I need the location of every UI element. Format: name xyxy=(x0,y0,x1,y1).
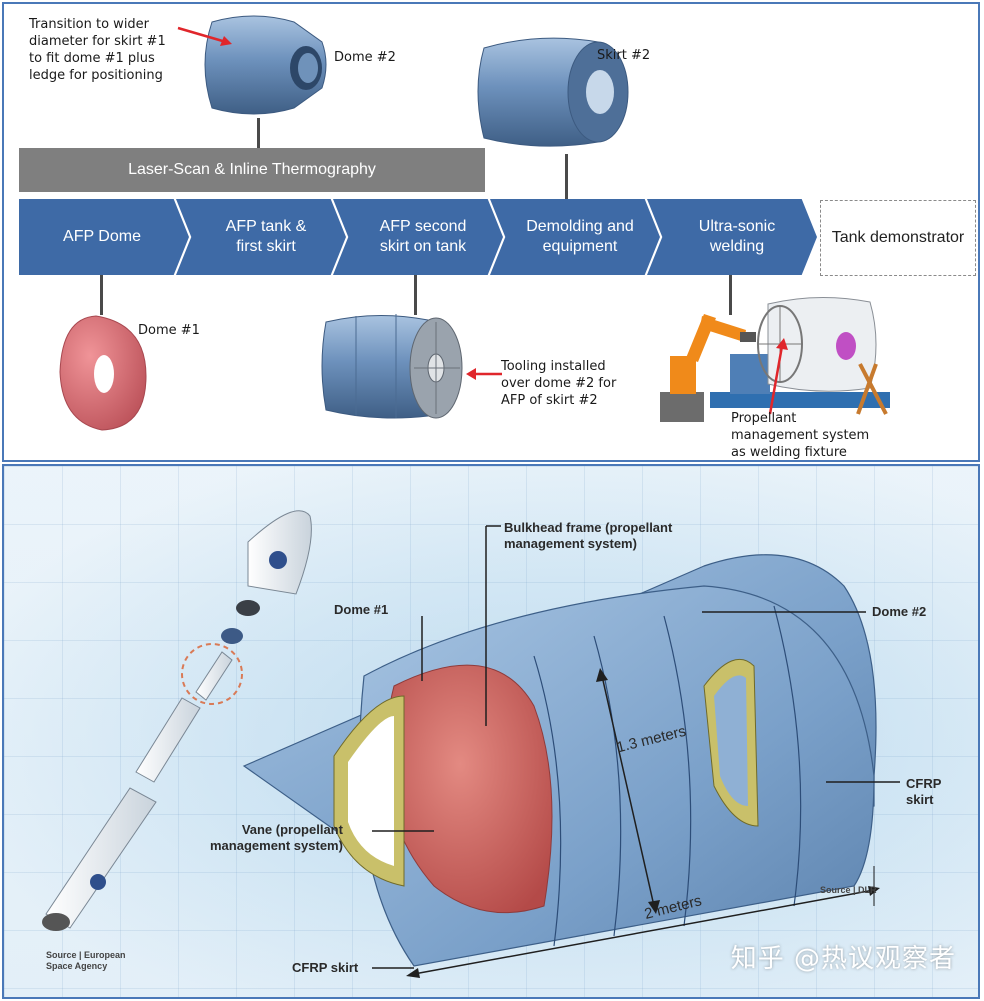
arrow-tooling-icon xyxy=(466,368,502,380)
process-panel: Transition to wider diameter for skirt #… xyxy=(2,2,980,462)
arrow-transition-icon xyxy=(177,26,232,46)
label-source-esa: Source | European Space Agency xyxy=(46,950,126,971)
tank-cutaway-diagram xyxy=(242,554,880,978)
step-afp-tank-first-skirt: AFP tank & first skirt xyxy=(176,199,346,275)
label-bulkhead-frame: Bulkhead frame (propellant management sy… xyxy=(504,520,673,551)
step-afp-second-skirt: AFP second skirt on tank xyxy=(333,199,503,275)
dome2-image xyxy=(204,15,327,115)
note-dome1: Dome #1 xyxy=(138,323,200,338)
note-skirt2: Skirt #2 xyxy=(597,48,651,63)
tooling-tank-image xyxy=(321,314,463,419)
watermark-text: 知乎 @热议观察者 xyxy=(730,944,956,974)
label-vane: Vane (propellant management system) xyxy=(210,822,343,853)
arrow-propellant-icon xyxy=(768,338,788,415)
note-tooling: Tooling installed over dome #2 for AFP o… xyxy=(501,359,617,408)
connector-skirt2 xyxy=(565,154,568,200)
label-source-dlr: Source | DLR xyxy=(820,885,877,895)
rocket-exploded-view xyxy=(42,510,312,931)
label-dome1: Dome #1 xyxy=(334,602,389,617)
dome1-image xyxy=(59,315,147,431)
note-transition: Transition to wider diameter for skirt #… xyxy=(29,17,166,83)
connector-welding xyxy=(729,275,732,315)
step-tank-demonstrator: Tank demonstrator xyxy=(820,200,976,276)
step-ultrasonic-welding: Ultra-sonic welding xyxy=(647,199,817,275)
label-cfrp-skirt-right: CFRP skirt xyxy=(906,776,942,807)
welding-setup-image xyxy=(660,296,890,422)
step-afp-dome: AFP Dome xyxy=(19,199,189,275)
skirt2-image xyxy=(477,37,629,147)
label-dome2: Dome #2 xyxy=(872,604,927,619)
note-dome2: Dome #2 xyxy=(334,50,396,65)
laser-scan-bar: Laser-Scan & Inline Thermography xyxy=(19,148,485,192)
tank-cutaway-panel: Source | European Space Agency xyxy=(2,464,980,999)
connector-dome2 xyxy=(257,118,260,148)
note-propellant: Propellant management system as welding … xyxy=(731,411,870,460)
connector-dome1 xyxy=(100,275,103,315)
leader-lines xyxy=(372,525,900,969)
connector-tooling xyxy=(414,275,417,315)
label-cfrp-skirt-bottom: CFRP skirt xyxy=(292,960,359,975)
step-demolding: Demolding and equipment xyxy=(490,199,660,275)
